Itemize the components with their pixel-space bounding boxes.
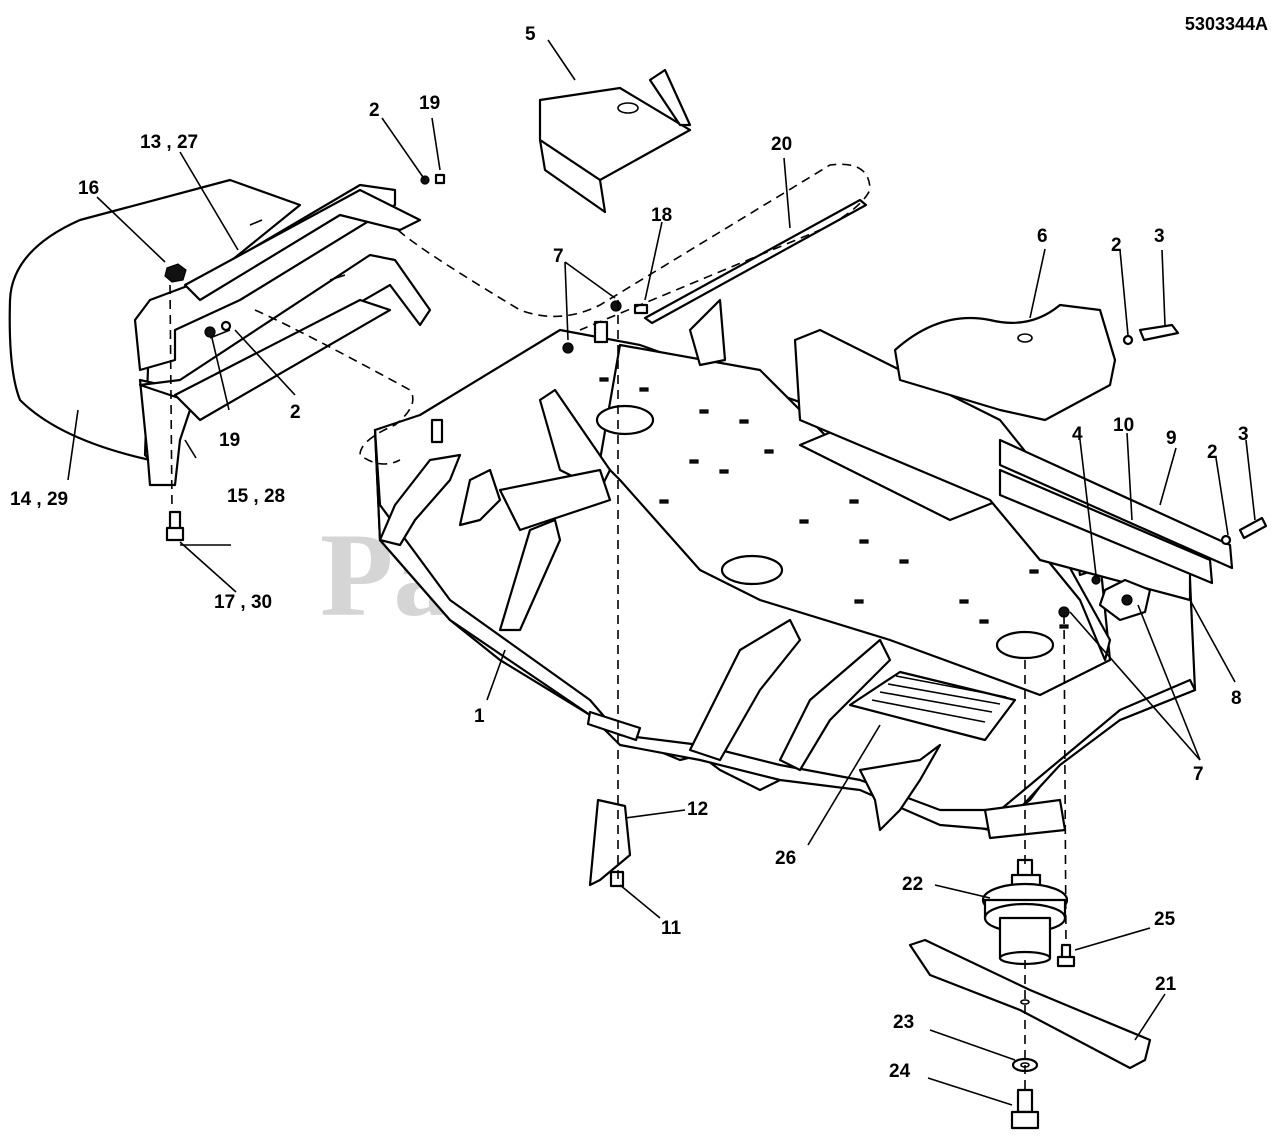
spindle-hole-left <box>595 404 655 436</box>
blade-bolt <box>1010 1088 1040 1130</box>
callout-8: 8 <box>1231 688 1242 709</box>
callout-7-left: 7 <box>553 246 564 267</box>
callout-14-29: 14 , 29 <box>10 489 68 510</box>
screw-11 <box>609 870 625 888</box>
callout-4: 4 <box>1072 424 1083 445</box>
bolt-3-cover <box>1138 323 1180 342</box>
callout-24: 24 <box>889 1061 911 1082</box>
nut-19-top <box>434 173 446 185</box>
callout-25: 25 <box>1154 909 1176 930</box>
nut-19 <box>204 326 216 338</box>
callout-21: 21 <box>1155 974 1177 995</box>
nut-16 <box>164 263 187 283</box>
belt-cover <box>893 303 1117 422</box>
bolt-3-strip <box>1238 516 1268 540</box>
callout-15-28: 15 , 28 <box>227 486 285 507</box>
callout-2-top: 2 <box>369 100 380 121</box>
callout-labels: 1 2 2 2 2 3 3 4 5 6 7 7 8 9 10 11 12 13 … <box>10 24 1249 1082</box>
callout-5: 5 <box>525 24 536 45</box>
nut-7-left <box>562 342 574 354</box>
step-plate <box>848 670 1017 742</box>
spindle-hole-right <box>995 630 1055 660</box>
callout-10: 10 <box>1113 415 1134 436</box>
callout-2-chute: 2 <box>290 402 301 423</box>
callout-18: 18 <box>651 205 672 226</box>
callout-19-top: 19 <box>419 93 440 114</box>
callout-9: 9 <box>1166 428 1177 449</box>
callout-16: 16 <box>78 178 99 199</box>
document-number: 5303344A <box>1185 14 1268 34</box>
callout-12: 12 <box>687 799 708 820</box>
callout-3-cover: 3 <box>1154 226 1165 247</box>
nut-4 <box>1091 575 1101 585</box>
chute-bolt <box>165 510 185 542</box>
callout-19-chute: 19 <box>219 430 240 451</box>
callout-13-27: 13 , 27 <box>140 132 198 153</box>
deflector-bracket <box>538 68 692 214</box>
deflector-plate <box>588 798 632 887</box>
callout-1: 1 <box>474 706 485 727</box>
spindle-hole-center <box>720 554 784 586</box>
callout-11: 11 <box>661 918 682 939</box>
nut-7-top <box>610 300 622 312</box>
belt-guide-rod <box>643 198 868 325</box>
callout-2-cover: 2 <box>1111 235 1122 256</box>
washer-2-strip <box>1220 534 1232 546</box>
callout-6: 6 <box>1037 226 1048 247</box>
washer-2-cover <box>1122 334 1134 346</box>
spindle-bolt <box>1056 943 1076 968</box>
callout-7-right: 7 <box>1193 764 1204 785</box>
callout-22: 22 <box>902 874 923 895</box>
rear-baffle-strips <box>998 438 1234 585</box>
callout-26: 26 <box>775 848 796 869</box>
callout-23: 23 <box>893 1012 914 1033</box>
mower-blade <box>908 938 1152 1070</box>
callout-2-strip: 2 <box>1207 442 1218 463</box>
callout-3-strip: 3 <box>1238 424 1249 445</box>
spindle-assembly <box>981 858 1069 966</box>
leader-lines <box>67 39 1256 1106</box>
callout-17-30: 17 , 30 <box>214 592 272 613</box>
callout-20: 20 <box>771 134 792 155</box>
discharge-chute-assembly <box>8 178 432 487</box>
washer-2-chute <box>220 320 232 332</box>
